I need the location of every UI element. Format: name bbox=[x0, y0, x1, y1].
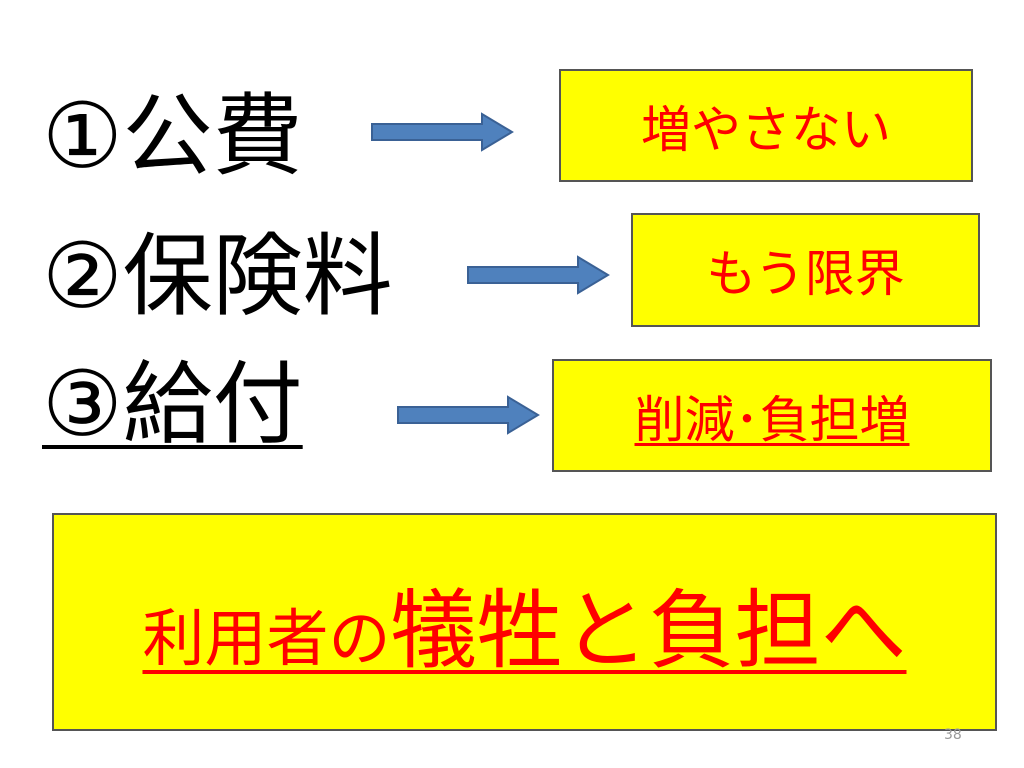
result-box-insurance-premiums: もう限界 bbox=[631, 213, 980, 327]
row-label-public-funds: ①公費 bbox=[42, 84, 303, 189]
summary-box: 利用者の犠牲と負担へ bbox=[52, 513, 997, 731]
result-text-insurance-premiums: もう限界 bbox=[706, 245, 905, 303]
row-label-insurance-premiums: ②保険料 bbox=[42, 224, 393, 329]
summary-emphasis: 犠牲と負担へ bbox=[390, 580, 907, 681]
result-text-public-funds: 増やさない bbox=[641, 100, 891, 159]
result-text-benefits: 削減･負担増 bbox=[634, 390, 910, 449]
summary-line: 利用者の犠牲と負担へ bbox=[142, 560, 906, 685]
page-number: 38 bbox=[944, 727, 962, 743]
row-label-benefits: ③給付 bbox=[42, 352, 303, 457]
result-box-public-funds: 増やさない bbox=[559, 69, 973, 182]
result-box-benefits: 削減･負担増 bbox=[552, 359, 992, 472]
right-arrow-icon bbox=[467, 255, 610, 295]
right-arrow-icon bbox=[397, 395, 540, 435]
right-arrow-icon bbox=[371, 112, 514, 152]
summary-lead: 利用者の bbox=[142, 601, 391, 675]
